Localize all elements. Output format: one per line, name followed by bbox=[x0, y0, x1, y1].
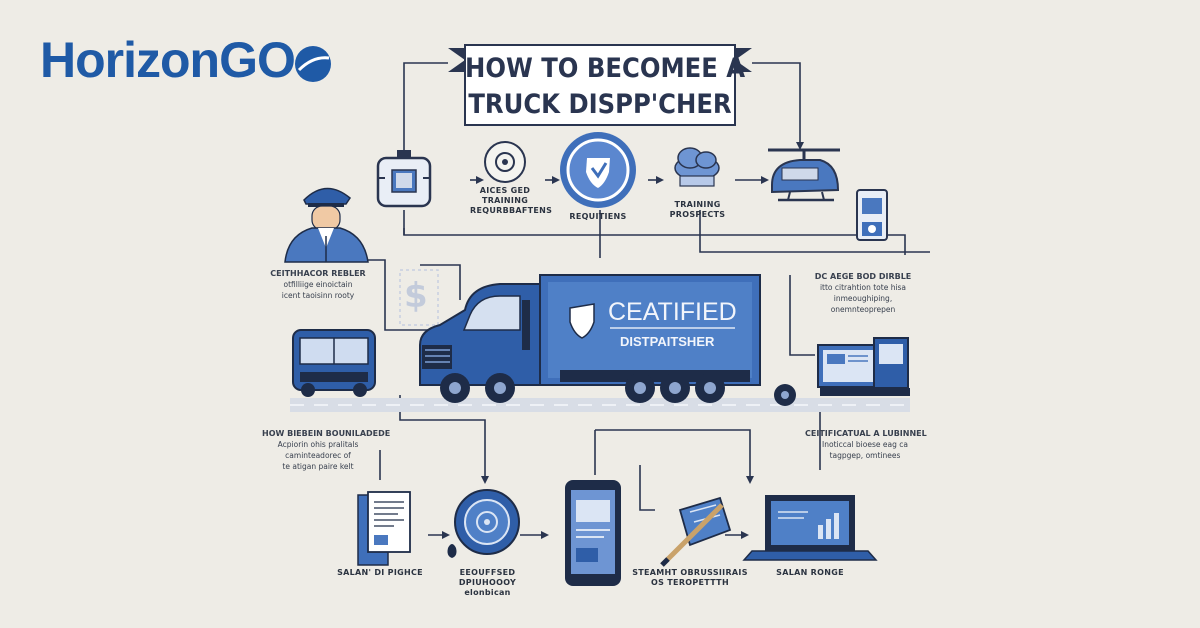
dispatcher-person-icon bbox=[284, 187, 369, 263]
gear-circle-icon bbox=[484, 141, 526, 183]
brand-logo: HorizonGO bbox=[40, 32, 296, 88]
title-ribbon bbox=[448, 44, 752, 126]
note-left-top: CEITHHACOR REBLER otfilliige einoictain … bbox=[270, 269, 366, 300]
dollar-sign: $ bbox=[404, 276, 428, 316]
truck-icon bbox=[419, 274, 796, 406]
id-card-icon bbox=[856, 189, 888, 241]
phone-icon bbox=[565, 480, 621, 586]
step-label-training: AICES GED TRAINING REQURBBAFTENS bbox=[470, 186, 553, 215]
step-label-salary-range-left: SALAN' DI PIGHCE bbox=[337, 568, 423, 577]
title-line-1: HOW TO BECOMEE A bbox=[465, 53, 746, 84]
note-right-mid: CEITIFICATUAL A LUBINNEL Inoticcal bioes… bbox=[805, 429, 927, 460]
banner-line-2: DISTPAITSHER bbox=[620, 334, 715, 349]
monitor-dashboard-icon bbox=[817, 337, 910, 396]
cloud-icon bbox=[674, 147, 720, 187]
id-badge-icon bbox=[376, 150, 432, 208]
note-right-top: DC AEGE BOD DIRBLE itto citrahtion tote … bbox=[814, 272, 912, 314]
certified-banner: CEATIFIED DISTPAITSHER bbox=[548, 282, 752, 378]
pen-paper-icon bbox=[660, 496, 732, 567]
laptop-chart-icon bbox=[742, 495, 878, 561]
title-line-2: TRUCK DISPP'CHER bbox=[468, 89, 732, 120]
connector-lines bbox=[365, 62, 930, 536]
step-label-prospects: TRAINING PROSPECTS bbox=[669, 200, 726, 219]
document-icon bbox=[357, 491, 411, 566]
bus-icon bbox=[292, 329, 376, 397]
step-label-salary-range-right: SALAN RONGE bbox=[776, 568, 844, 577]
step-label-equipped: EEOUFFSED DPIUHOOOY elonbican bbox=[458, 568, 517, 597]
road bbox=[290, 398, 910, 412]
dollar-frame bbox=[399, 269, 439, 326]
logo-globe-icon bbox=[295, 46, 331, 82]
shield-badge-icon bbox=[560, 132, 636, 208]
note-left-mid: HOW BIEBEIN BOUNILADEDE Acpiorin ohis pr… bbox=[262, 429, 391, 471]
helicopter-icon bbox=[768, 148, 840, 202]
step-label-straight: STEAMHT OBRUSSIIRAIS OS TEROPETTTH bbox=[632, 568, 748, 587]
step-label-requirements: REQUITIENS bbox=[569, 212, 627, 221]
disc-icon bbox=[447, 489, 520, 558]
banner-line-1: CEATIFIED bbox=[608, 298, 737, 326]
